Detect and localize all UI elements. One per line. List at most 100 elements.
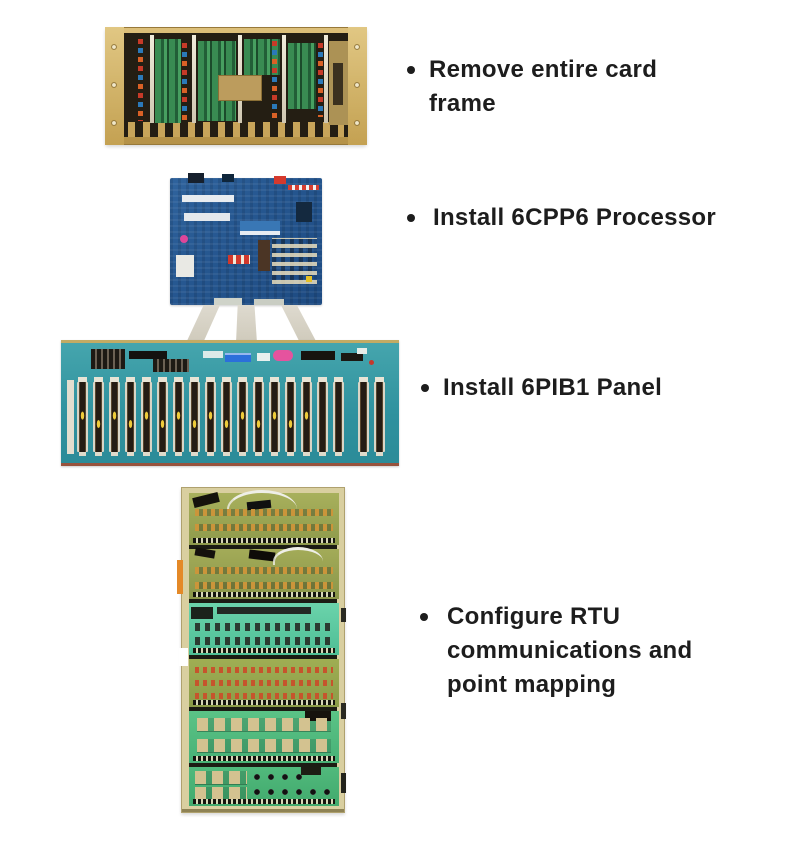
white-component <box>257 353 270 361</box>
frame-mark <box>341 773 346 793</box>
red-led <box>369 360 374 365</box>
connector-module <box>77 377 88 456</box>
step-item-1: Remove entire card frame <box>407 53 681 121</box>
edge-rail <box>67 380 74 454</box>
component-row <box>195 680 333 686</box>
connector-module <box>173 377 184 456</box>
component-row <box>195 524 333 531</box>
black-connector <box>248 549 276 562</box>
bottom-connector <box>214 298 242 305</box>
connector-module <box>358 377 369 456</box>
relay-row <box>195 787 247 800</box>
component-row <box>195 509 333 516</box>
component-row <box>195 582 333 589</box>
black-component <box>341 353 363 361</box>
connector-module <box>269 377 280 456</box>
pin-strip <box>193 756 335 761</box>
frame-mark <box>341 703 346 719</box>
connector-module <box>109 377 120 456</box>
frame-mark <box>341 608 346 622</box>
pcb-card <box>155 39 181 123</box>
frame-rail-left <box>105 27 124 145</box>
rtu-rack-photo <box>177 487 346 813</box>
relay-knob-board <box>189 767 339 806</box>
frame-notch <box>179 648 188 666</box>
arrow-down-icon <box>186 305 220 343</box>
relay-row <box>197 718 331 731</box>
dark-bar <box>217 607 311 614</box>
component-dot-column <box>138 39 143 121</box>
dark-chip <box>301 767 321 775</box>
step-item-3: Install 6PIB1 Panel <box>421 371 662 405</box>
component-dot-column <box>318 43 323 117</box>
rack-interior <box>189 490 339 806</box>
card-guide <box>192 35 196 123</box>
bottom-connector <box>254 299 284 305</box>
white-component <box>357 348 367 354</box>
bullet-icon <box>420 613 428 621</box>
card-guide <box>324 35 328 123</box>
step-item-4: Configure RTU communications and point m… <box>420 600 711 702</box>
connector-module <box>189 377 200 456</box>
step-item-2: Install 6CPP6 Processor <box>407 201 716 235</box>
orange-tab <box>177 560 183 594</box>
frame-rail-right <box>348 27 367 145</box>
connector-module <box>205 377 216 456</box>
component-row <box>195 637 333 645</box>
connector-module <box>333 377 344 456</box>
knob-row <box>251 786 335 798</box>
connector-module <box>253 377 264 456</box>
component-row <box>195 667 333 673</box>
component-row <box>195 623 333 631</box>
yellow-component <box>306 276 312 282</box>
card-cage-interior <box>124 33 348 137</box>
connector-module <box>285 377 296 456</box>
component-row <box>195 693 333 699</box>
bullet-icon <box>407 214 415 222</box>
connector-module <box>93 377 104 456</box>
component-row <box>195 567 333 574</box>
label-sticker <box>203 351 223 358</box>
connector-module <box>374 377 385 456</box>
connector-row <box>77 377 390 456</box>
black-connector <box>305 711 331 721</box>
component-dot-column <box>272 41 277 121</box>
label-sticker <box>184 213 230 221</box>
blue-chip <box>240 221 280 235</box>
cable <box>273 547 323 565</box>
vent-grille <box>128 122 344 137</box>
board-connector <box>188 173 204 183</box>
connector-gap <box>349 382 358 452</box>
pink-component <box>273 350 293 361</box>
connector-module <box>317 377 328 456</box>
io-board <box>189 547 339 599</box>
black-component <box>129 351 167 359</box>
black-component <box>301 351 335 360</box>
pin-strip <box>193 799 335 804</box>
pin-strip <box>193 700 335 705</box>
relay-board <box>189 711 339 763</box>
connector-module <box>221 377 232 456</box>
bullet-icon <box>421 384 429 392</box>
cable <box>227 490 297 514</box>
connector-module <box>125 377 136 456</box>
red-component-row <box>228 255 250 264</box>
arrow-down-icon <box>236 305 257 343</box>
card-guide <box>282 35 286 123</box>
pin-strip <box>193 648 335 653</box>
6pib1-panel-photo <box>61 340 399 466</box>
arrow-down-icon <box>281 305 317 343</box>
component-row <box>288 185 319 190</box>
step-label: Remove entire card frame <box>429 56 658 117</box>
black-connector <box>194 547 216 559</box>
step-label: Install 6PIB1 Panel <box>443 374 663 401</box>
bullet-icon <box>407 66 415 74</box>
logic-board <box>189 603 339 655</box>
pcb-card <box>288 43 316 109</box>
component-cluster <box>153 359 189 372</box>
black-connector <box>192 492 220 508</box>
backplane-box <box>218 75 262 101</box>
pink-component <box>180 235 188 243</box>
connector-module <box>237 377 248 456</box>
board-connector <box>222 174 234 182</box>
